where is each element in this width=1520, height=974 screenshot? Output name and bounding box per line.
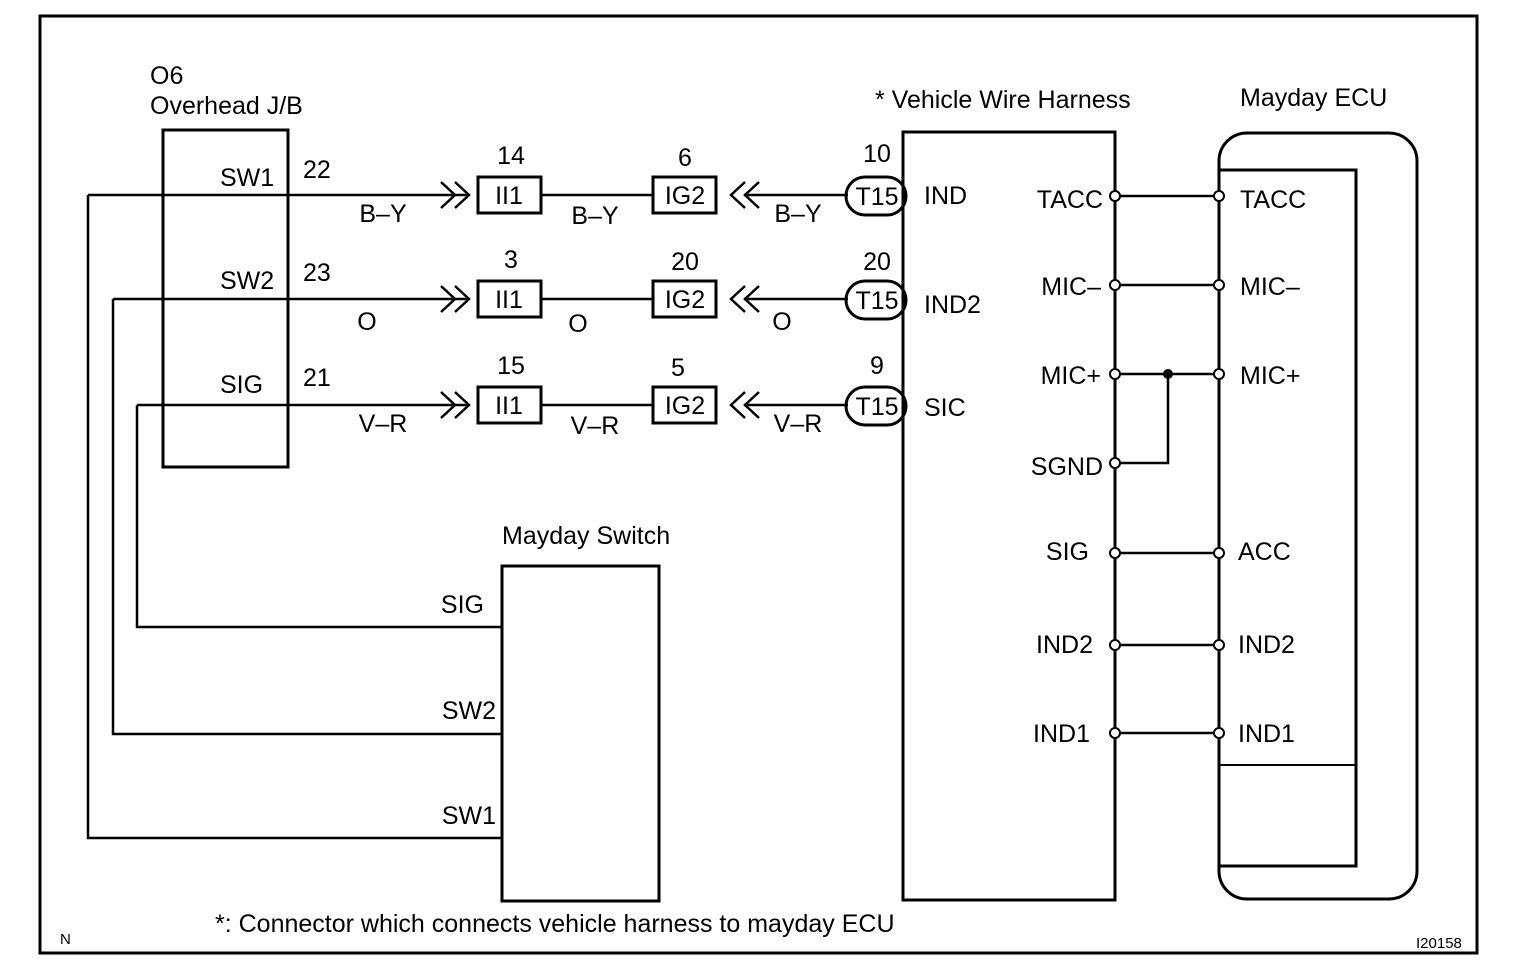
t15-num-1: 10 (863, 140, 891, 168)
ig2-num-2: 20 (671, 248, 699, 276)
ii1-box-3 (476, 385, 543, 425)
ii1-label-1: II1 (495, 182, 523, 210)
mayday-ecu: Mayday ECU TACC MIC– MIC+ ACC IND2 IND1 (1217, 84, 1419, 901)
t15-box-2 (844, 279, 908, 321)
harness-left-pin-sic: SIC (924, 394, 966, 422)
ecu-pin-mic-plus: MIC+ (1240, 362, 1300, 390)
jb-pin-sig-label: SIG (220, 371, 263, 399)
switch-pin-sw1: SW1 (442, 802, 496, 830)
ig2-box-1 (651, 175, 718, 215)
chevrons-ig2 (729, 181, 760, 419)
ig2-box-3 (651, 385, 718, 425)
wire-color-1b: B–Y (571, 202, 619, 230)
harness-box (901, 130, 1117, 902)
harness-left-pin-ind2: IND2 (924, 291, 981, 319)
diagram-frame (38, 14, 1479, 955)
wire-color-3c: V–R (774, 410, 823, 438)
jb-pin-21: 21 (303, 364, 331, 392)
wire-color-3a: V–R (359, 410, 408, 438)
harness-pin-ind2: IND2 (1036, 631, 1093, 659)
ecu-pin-mic-minus: MIC– (1240, 273, 1300, 301)
t15-box-3 (844, 385, 908, 427)
switch-title: Mayday Switch (502, 522, 670, 550)
ig2-label-2: IG2 (665, 286, 705, 314)
switch-wires (86, 195, 502, 840)
jb-pin-22: 22 (303, 156, 331, 184)
ig2-num-3: 5 (671, 354, 685, 382)
ii1-box-1 (476, 175, 543, 215)
harness-pin-tacc: TACC (1037, 186, 1103, 214)
mayday-switch: Mayday Switch SIG SW2 SW1 (441, 522, 670, 903)
overhead-junction-block: O6 Overhead J/B SW1 SW2 SIG 22 23 21 (150, 62, 331, 469)
footnote: *: Connector which connects vehicle harn… (215, 910, 895, 938)
harness-ecu-wires (1115, 194, 1219, 735)
harness-pin-mic-minus: MIC– (1041, 273, 1101, 301)
ig2-box-2 (651, 279, 718, 319)
corner-code-right: I20158 (1416, 935, 1462, 952)
switch-box (500, 564, 661, 903)
t15-num-2: 20 (863, 248, 891, 276)
ecu-outer-box (1217, 131, 1419, 901)
harness-pin-ind1: IND1 (1033, 720, 1090, 748)
ecu-pin-ind2: IND2 (1238, 631, 1295, 659)
main-wires (88, 193, 848, 407)
harness-left-pin-ind: IND (924, 182, 967, 210)
vehicle-wire-harness: * Vehicle Wire Harness IND IND2 SIC TACC… (875, 86, 1131, 902)
wire-color-2c: O (772, 308, 791, 336)
jb-code: O6 (150, 62, 183, 90)
ecu-pin-ind1: IND1 (1238, 720, 1295, 748)
ecu-pin-tacc: TACC (1240, 186, 1306, 214)
wire-color-2b: O (568, 310, 587, 338)
ii1-num-2: 3 (504, 246, 518, 274)
t15-num-3: 9 (870, 352, 884, 380)
ecu-pin-acc: ACC (1238, 538, 1291, 566)
jb-pin-23: 23 (303, 259, 331, 287)
t15-connectors: T15 T15 T15 10 20 9 (844, 140, 908, 427)
ii1-label-3: II1 (495, 392, 523, 420)
ecu-inner-box (1219, 168, 1358, 868)
t15-label-1: T15 (855, 183, 898, 211)
t15-box-1 (844, 175, 908, 217)
corner-code-left: N (60, 931, 71, 948)
switch-pin-sw2: SW2 (442, 697, 496, 725)
wire-color-3b: V–R (571, 412, 620, 440)
harness-pin-sgnd: SGND (1031, 453, 1103, 481)
ig2-label-3: IG2 (665, 392, 705, 420)
ig2-connectors: IG2 IG2 IG2 6 20 5 (651, 144, 718, 425)
jb-pin-sw1-label: SW1 (220, 164, 274, 192)
ii1-connectors: II1 II1 II1 14 3 15 (476, 142, 543, 425)
ii1-num-1: 14 (497, 142, 525, 170)
wire-color-labels: B–Y B–Y B–Y O O O V–R V–R V–R (357, 200, 822, 440)
jb-pin-sw2-label: SW2 (220, 267, 274, 295)
splice-dot (1163, 369, 1173, 379)
ii1-box-2 (476, 279, 543, 319)
wire-color-1c: B–Y (774, 200, 822, 228)
ii1-num-3: 15 (497, 352, 525, 380)
wire-color-1a: B–Y (359, 200, 407, 228)
harness-pin-sig: SIG (1046, 538, 1089, 566)
terminals (1109, 190, 1225, 739)
ecu-title: Mayday ECU (1240, 84, 1387, 112)
chevrons-ii1 (440, 181, 471, 419)
t15-label-3: T15 (855, 393, 898, 421)
harness-pin-mic-plus: MIC+ (1041, 362, 1101, 390)
ii1-label-2: II1 (495, 286, 523, 314)
ig2-label-1: IG2 (665, 182, 705, 210)
wire-color-2a: O (357, 308, 376, 336)
switch-pin-sig: SIG (441, 591, 484, 619)
ig2-num-1: 6 (678, 144, 692, 172)
jb-name: Overhead J/B (150, 92, 303, 120)
t15-label-2: T15 (855, 287, 898, 315)
harness-title: * Vehicle Wire Harness (875, 86, 1131, 114)
